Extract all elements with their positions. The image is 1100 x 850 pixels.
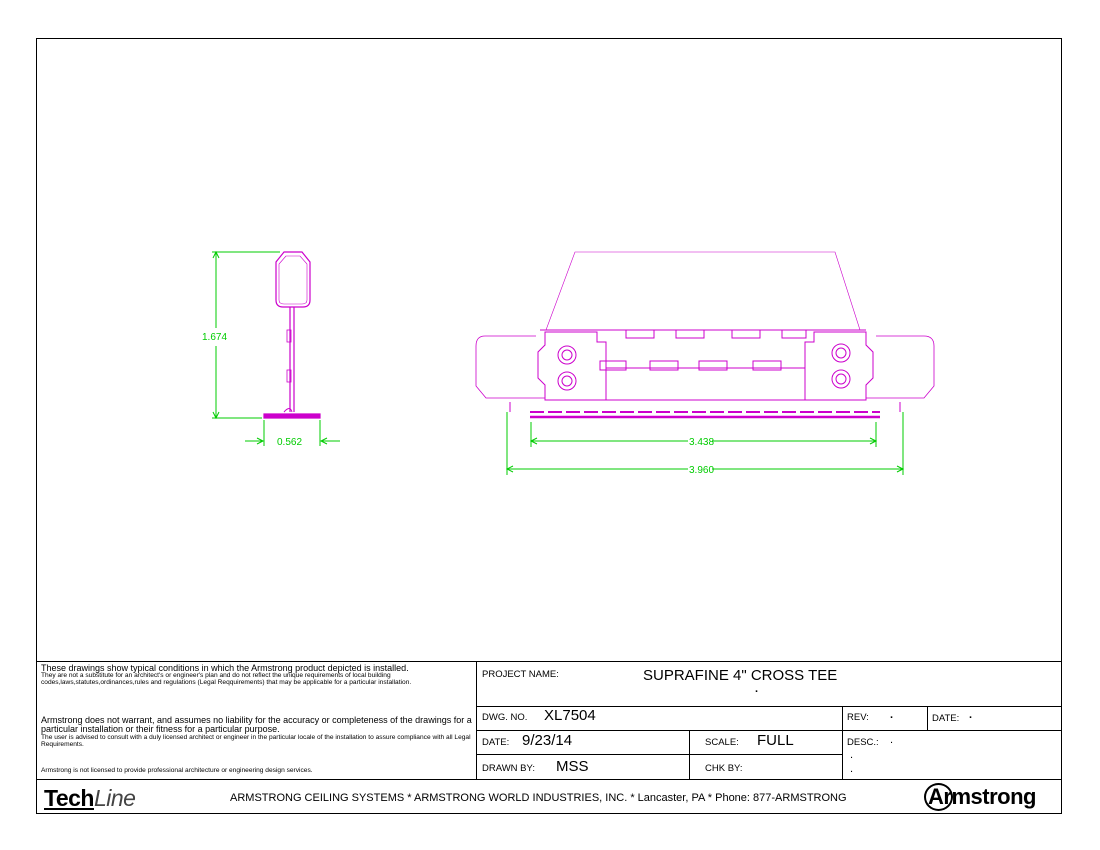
- right-end-tab: [866, 335, 935, 399]
- disclaimer-1: These drawings show typical conditions i…: [41, 663, 412, 687]
- title-block-col-rule: [689, 730, 690, 779]
- web-tab-upper: [286, 329, 292, 343]
- flange: [263, 413, 321, 419]
- title-block-bottom-rule: [36, 779, 1062, 780]
- date-value: 9/23/14: [522, 732, 573, 749]
- dwg-no-label: DWG. NO.: [482, 712, 528, 723]
- techline-logo: TechLine: [44, 785, 136, 811]
- disclaimer-2: Armstrong does not warrant, and assumes …: [41, 715, 472, 748]
- height-dimension-label: 1.674: [202, 332, 227, 343]
- scale-label: SCALE:: [705, 737, 739, 748]
- bulb-inner: [278, 255, 308, 305]
- left-hole-upper: [557, 345, 577, 365]
- inner-length-dimension-label: 3.438: [689, 437, 714, 448]
- project-name-label: PROJECT NAME:: [482, 669, 559, 680]
- armstrong-logo: Armstrong: [928, 784, 1036, 809]
- desc-extra-dot: .: [850, 749, 854, 761]
- rev-label: REV:: [847, 712, 869, 723]
- title-block-divider: [476, 661, 477, 779]
- date-right-label: DATE:: [932, 713, 960, 724]
- left-end-clip: [537, 331, 607, 401]
- right-hole-upper: [831, 343, 851, 363]
- drawing-sheet: [36, 38, 1062, 814]
- right-hole-lower: [831, 369, 851, 389]
- date-right-value: .: [969, 709, 973, 721]
- project-subtitle-dot: .: [755, 683, 759, 695]
- flange-lip: [283, 408, 293, 413]
- project-name-value: SUPRAFINE 4" CROSS TEE: [643, 667, 838, 684]
- title-block-row-rule: [476, 706, 1062, 707]
- bulb-outline: [275, 251, 311, 308]
- title-block-row-rule: [476, 754, 842, 755]
- armstrong-logo-circle: [924, 783, 953, 811]
- elevation-dimensions: [505, 412, 905, 475]
- web-tab-lower: [286, 369, 292, 383]
- left-hole-lower: [557, 371, 577, 391]
- desc-value: .: [890, 734, 894, 746]
- cross-section-view: [263, 251, 321, 419]
- drawn-by-value: MSS: [556, 758, 589, 775]
- top-trapezoid: [545, 251, 861, 331]
- disclaimer-3: Armstrong is not licensed to provide pro…: [41, 767, 313, 774]
- overall-length-dimension-label: 3.960: [689, 465, 714, 476]
- scale-value: FULL: [757, 732, 794, 749]
- elevation-view: [475, 251, 935, 419]
- desc-label: DESC.:: [847, 737, 879, 748]
- chk-by-label: CHK BY:: [705, 763, 743, 774]
- left-end-tab: [475, 335, 545, 399]
- title-block-row-rule: [476, 730, 1062, 731]
- right-end-clip: [804, 331, 874, 401]
- title-block-top-rule: [36, 661, 1062, 662]
- desc-extra-dot: .: [850, 763, 854, 775]
- company-footer: ARMSTRONG CEILING SYSTEMS * ARMSTRONG WO…: [230, 792, 847, 804]
- section-dimensions: [212, 250, 340, 446]
- date-label: DATE:: [482, 737, 510, 748]
- drawn-by-label: DRAWN BY:: [482, 763, 535, 774]
- base-width-dimension-label: 0.562: [277, 437, 302, 448]
- title-block-col-rule: [927, 706, 928, 730]
- rev-value: .: [890, 709, 894, 721]
- dwg-no-value: XL7504: [544, 707, 596, 724]
- title-block-col-rule: [842, 706, 843, 779]
